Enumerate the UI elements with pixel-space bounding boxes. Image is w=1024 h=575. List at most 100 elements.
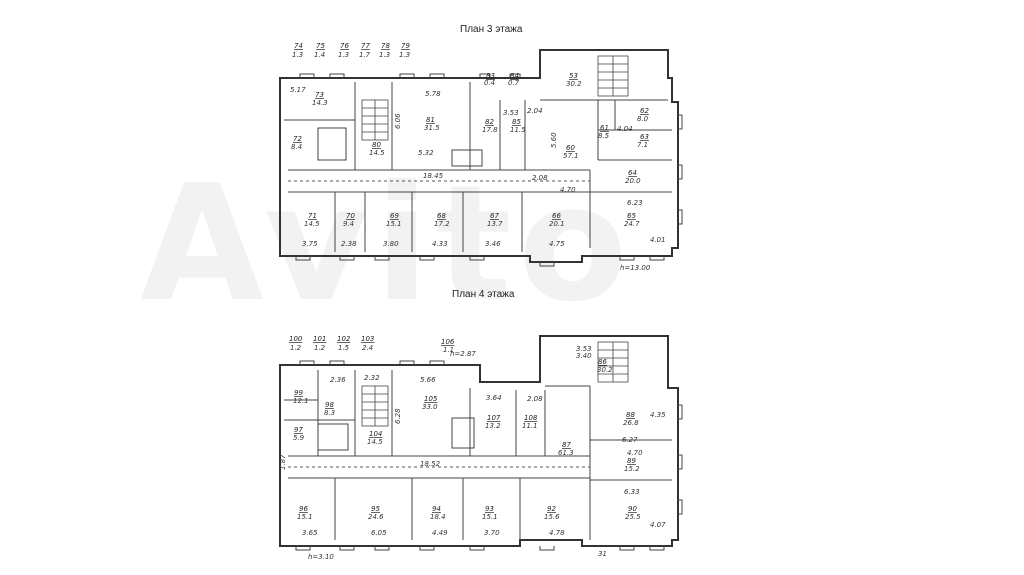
room-number: 65: [627, 212, 636, 220]
room-number: 73: [315, 91, 324, 99]
dimension: 4.04: [617, 125, 633, 133]
room-number: 62: [640, 107, 649, 115]
f3-top-area: 1.3: [399, 51, 410, 59]
room-number: 61: [600, 124, 609, 132]
room-number: 63: [640, 133, 649, 141]
dimension: 3.53: [503, 109, 519, 117]
room-area: 26.8: [623, 419, 639, 427]
room-number: 99: [294, 389, 303, 397]
room-number: 84: [510, 72, 519, 80]
f3-top-num: 74: [294, 42, 303, 50]
room-area: 33.0: [422, 403, 438, 411]
room-area: 15.6: [544, 513, 560, 521]
room-number: 87: [562, 441, 571, 449]
dimension: 4.49: [432, 529, 448, 537]
room-area: 5.9: [293, 434, 305, 442]
f3-top-num: 76: [340, 42, 349, 50]
room-area: 24.6: [368, 513, 384, 521]
room-number: 69: [390, 212, 399, 220]
room-number: 106: [441, 338, 455, 346]
room-area: 14.3: [312, 99, 328, 107]
room-area: 24.7: [624, 220, 640, 228]
f4-top-num: 101: [313, 335, 326, 343]
floor3-title: План 3 этажа: [460, 24, 523, 35]
dimension: 2.32: [364, 374, 380, 382]
room-area: 20.0: [625, 177, 641, 185]
room-number: 71: [308, 212, 317, 220]
dimension: 3.40: [576, 352, 592, 360]
room-number: 94: [432, 505, 441, 513]
dimension: 4.33: [432, 240, 448, 248]
room-area: 8.4: [291, 143, 302, 151]
room-number: 64: [628, 169, 637, 177]
room-number: 95: [371, 505, 380, 513]
dimension: 6.27: [622, 436, 638, 444]
f3-top-area: 1.3: [338, 51, 349, 59]
dimension: 3.64: [486, 394, 502, 402]
room-number: 68: [437, 212, 446, 220]
room-number: 90: [628, 505, 637, 513]
room-area: 11.5: [510, 126, 526, 134]
f4-top-num: 100: [289, 335, 303, 343]
room-number: 72: [293, 135, 302, 143]
room-area: 9.4: [343, 220, 354, 228]
room-number: 96: [299, 505, 308, 513]
floor3-outer-wall: [279, 49, 679, 263]
dimension: 4.70: [560, 186, 576, 194]
room-number: 83: [486, 72, 495, 80]
room-number: 93: [485, 505, 494, 513]
room-area: 13.2: [485, 422, 501, 430]
dimension: 5.32: [418, 149, 434, 157]
room-number: 92: [547, 505, 556, 513]
room-number: 70: [346, 212, 355, 220]
floor4-title: План 4 этажа: [452, 289, 515, 300]
f3-top-area: 1.3: [379, 51, 390, 59]
floor4-top-labels: 100 1.2 101 1.2 102 1.5 103 2.4: [289, 335, 374, 352]
dimension: 4.35: [650, 411, 666, 419]
f3-top-area: 1.4: [314, 51, 325, 59]
dimension: 3.70: [484, 529, 500, 537]
room-area: 1.1: [443, 346, 454, 354]
dimension: 3.80: [383, 240, 399, 248]
f4-top-num: 103: [361, 335, 374, 343]
room-area: 17.8: [482, 126, 498, 134]
dimension: 6.33: [624, 488, 640, 496]
room-area: 31.5: [424, 124, 440, 132]
f4-top-area: 1.2: [290, 344, 302, 352]
dimension: 2.08: [532, 174, 548, 182]
dimension: 2.08: [527, 395, 543, 403]
room-number: 88: [626, 411, 635, 419]
room-area: 11.1: [522, 422, 538, 430]
room-area: 15.1: [297, 513, 313, 521]
room-area: 61.3: [558, 449, 574, 457]
f4-top-area: 1.2: [314, 344, 326, 352]
floor4-outer-wall: [279, 335, 679, 547]
room-number: 105: [424, 395, 438, 403]
room-number: 53: [569, 72, 578, 80]
f3-top-num: 75: [316, 42, 325, 50]
room-area: 14.5: [304, 220, 320, 228]
bottom-mark: 31: [598, 550, 607, 558]
room-number: 108: [524, 414, 538, 422]
room-area: 7.1: [637, 141, 648, 149]
room-area: 15.1: [386, 220, 402, 228]
room-area: 14.5: [367, 438, 383, 446]
dimension: 3.65: [302, 529, 318, 537]
room-area: 8.0: [637, 115, 649, 123]
dimension: 2.36: [330, 376, 346, 384]
room-area: 25.5: [625, 513, 641, 521]
dimension: 6.05: [371, 529, 387, 537]
dimension: 4.70: [627, 449, 643, 457]
f3-top-area: 1.3: [292, 51, 303, 59]
room-area: 15.2: [624, 465, 640, 473]
room-number: 97: [294, 426, 303, 434]
dimension: 18.45: [423, 172, 444, 180]
dimension: 18.52: [420, 460, 441, 468]
room-area: 0.7: [508, 79, 520, 87]
dimension: 3.53: [576, 345, 592, 353]
room-number: 107: [487, 414, 501, 422]
room-number: 98: [325, 401, 334, 409]
dimension: 5.17: [290, 86, 306, 94]
dimension: 4.75: [549, 240, 565, 248]
f4-top-area: 2.4: [362, 344, 373, 352]
